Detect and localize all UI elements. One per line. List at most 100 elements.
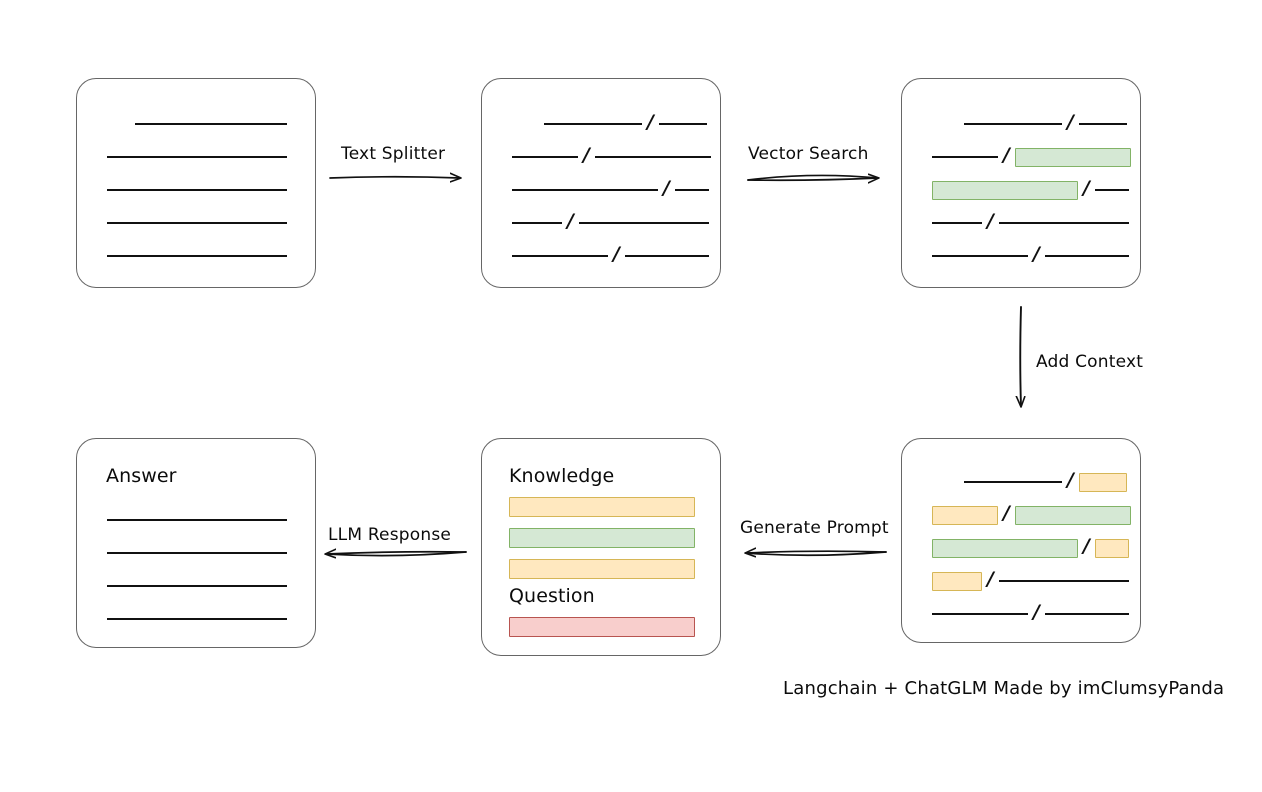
text-rule xyxy=(932,613,1028,615)
separator-slash: / xyxy=(663,176,670,199)
prompt-bar-yellow xyxy=(509,497,695,517)
separator-slash: / xyxy=(1083,534,1090,557)
separator-slash: / xyxy=(1033,242,1040,265)
text-rule xyxy=(1044,613,1129,615)
text-line: / xyxy=(932,242,1129,267)
text-line xyxy=(107,542,287,564)
text-line: / xyxy=(932,209,1129,234)
separator-slash: / xyxy=(1003,501,1010,524)
edge-label-text-splitter: Text Splitter xyxy=(341,144,446,164)
text-rule xyxy=(1094,189,1129,191)
text-line: / xyxy=(932,501,1131,526)
text-rule xyxy=(578,222,709,224)
text-line: / xyxy=(512,242,709,267)
text-line: / xyxy=(932,567,1129,592)
text-line xyxy=(107,509,287,531)
separator-slash: / xyxy=(987,209,994,232)
highlight-chip-green xyxy=(932,180,1078,200)
answer-lines xyxy=(77,439,315,647)
separator-slash: / xyxy=(1067,468,1074,491)
split-chunks-lines: / / / / / xyxy=(482,79,720,287)
node-split-chunks[interactable]: / / / / / xyxy=(481,78,721,288)
question-bars xyxy=(482,439,720,655)
edge-label-add-context: Add Context xyxy=(1036,352,1144,372)
text-line: / xyxy=(544,110,707,135)
text-line xyxy=(107,146,287,168)
text-line xyxy=(107,575,287,597)
text-rule xyxy=(107,519,287,521)
text-rule xyxy=(932,255,1028,257)
highlight-chip-green xyxy=(1014,505,1131,525)
text-rule xyxy=(107,618,287,620)
text-rule xyxy=(107,255,287,257)
source-document-lines xyxy=(77,79,315,287)
text-rule xyxy=(512,255,608,257)
text-rule xyxy=(544,123,642,125)
text-rule xyxy=(998,222,1129,224)
separator-slash: / xyxy=(987,567,994,590)
arrow-llm-response xyxy=(326,552,467,556)
text-rule xyxy=(512,156,578,158)
arrow-text-splitter xyxy=(329,177,460,178)
text-rule xyxy=(512,189,658,191)
footer-credit: Langchain + ChatGLM Made by imClumsyPand… xyxy=(783,678,1225,699)
knowledge-heading: Knowledge xyxy=(509,465,615,487)
arrow-vector-search xyxy=(747,175,878,180)
highlight-chip-yellow xyxy=(1078,472,1127,492)
text-line xyxy=(107,212,287,234)
text-rule xyxy=(624,255,709,257)
separator-slash: / xyxy=(567,209,574,232)
knowledge-bars xyxy=(482,439,720,655)
arrow-add-context xyxy=(1020,306,1021,406)
text-rule xyxy=(998,580,1129,582)
text-line xyxy=(107,245,287,267)
text-rule xyxy=(932,156,998,158)
edge-label-generate-prompt: Generate Prompt xyxy=(740,518,889,538)
text-line: / xyxy=(512,209,709,234)
separator-slash: / xyxy=(1033,600,1040,623)
text-line: / xyxy=(964,468,1127,493)
text-line: / xyxy=(932,600,1129,625)
answer-heading: Answer xyxy=(106,465,177,487)
node-context-chunks[interactable]: / / / / / xyxy=(901,438,1141,643)
text-rule xyxy=(932,222,982,224)
text-line: / xyxy=(964,110,1127,135)
text-rule xyxy=(1044,255,1129,257)
text-line: / xyxy=(932,143,1131,168)
node-source-document[interactable] xyxy=(76,78,316,288)
separator-slash: / xyxy=(583,143,590,166)
matched-chunks-lines: / / / / / xyxy=(902,79,1140,287)
arrow-generate-prompt xyxy=(746,551,887,555)
text-rule xyxy=(107,222,287,224)
node-prompt[interactable]: Knowledge Question xyxy=(481,438,721,656)
text-line xyxy=(107,608,287,630)
separator-slash: / xyxy=(1067,110,1074,133)
text-line xyxy=(107,179,287,201)
text-rule xyxy=(964,481,1062,483)
text-rule xyxy=(964,123,1062,125)
text-line: / xyxy=(512,176,709,201)
separator-slash: / xyxy=(613,242,620,265)
node-matched-chunks[interactable]: / / / / / xyxy=(901,78,1141,288)
node-answer[interactable]: Answer xyxy=(76,438,316,648)
text-rule xyxy=(135,123,287,125)
text-line xyxy=(135,113,287,135)
highlight-chip-yellow xyxy=(1094,538,1129,558)
highlight-chip-yellow xyxy=(932,571,982,591)
prompt-bar-red xyxy=(509,617,695,637)
text-rule xyxy=(674,189,709,191)
separator-slash: / xyxy=(647,110,654,133)
text-rule xyxy=(1078,123,1127,125)
prompt-bar-yellow xyxy=(509,559,695,579)
text-rule xyxy=(107,156,287,158)
text-line: / xyxy=(512,143,711,168)
edge-label-vector-search: Vector Search xyxy=(748,144,869,164)
text-rule xyxy=(512,222,562,224)
separator-slash: / xyxy=(1083,176,1090,199)
separator-slash: / xyxy=(1003,143,1010,166)
highlight-chip-green xyxy=(932,538,1078,558)
text-rule xyxy=(107,552,287,554)
highlight-chip-green xyxy=(1014,147,1131,167)
edge-label-llm-response: LLM Response xyxy=(328,525,452,545)
